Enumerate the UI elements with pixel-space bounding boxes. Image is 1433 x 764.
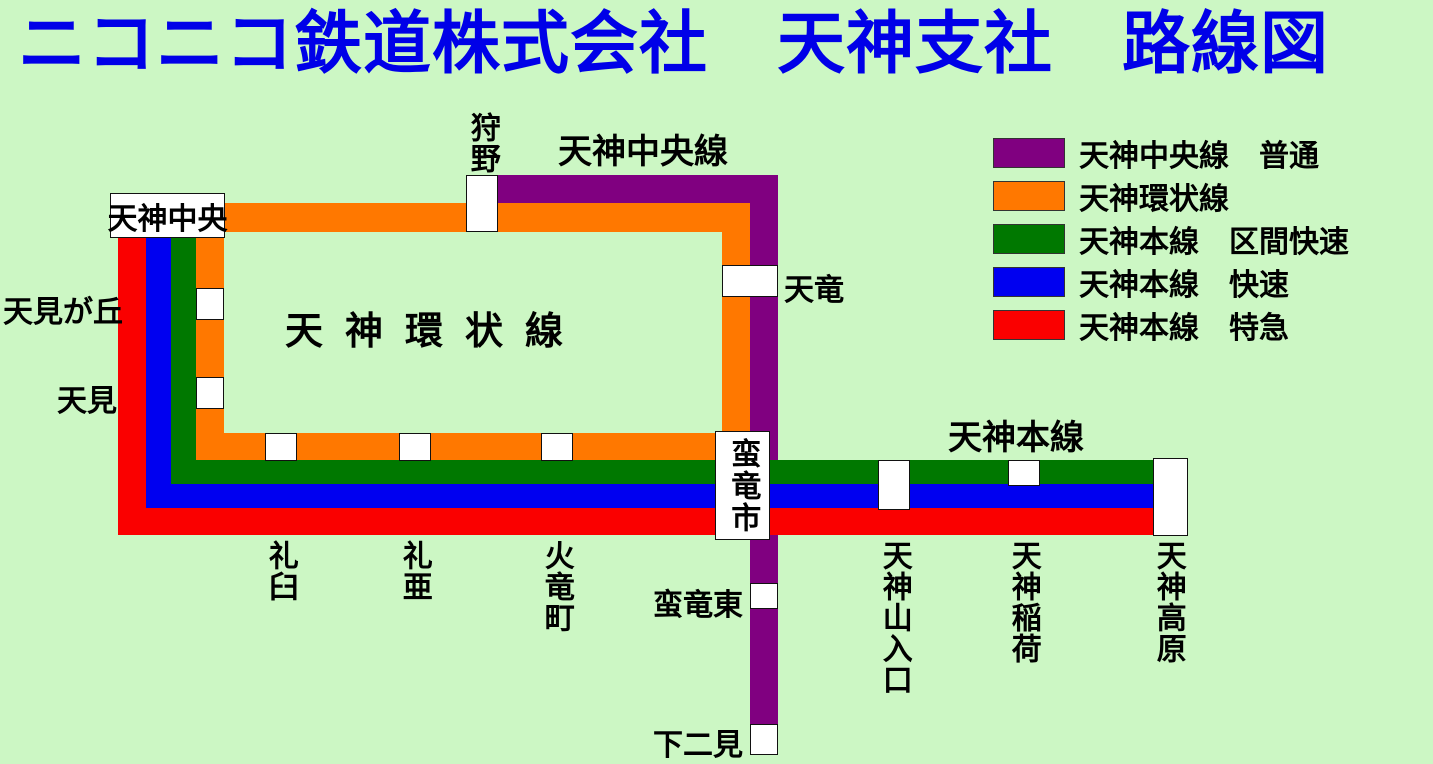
line-label-chuo: 天神中央線 bbox=[558, 132, 728, 172]
station-marker-tenjinzan-iriguchi[interactable] bbox=[878, 460, 910, 510]
station-marker-tenjin-inari[interactable] bbox=[1008, 460, 1040, 486]
station-name-banryu-higashi: 蛮竜東 bbox=[653, 588, 743, 623]
track-honsen-red-vertical bbox=[118, 237, 146, 535]
station-name-reia: 礼亜 bbox=[396, 540, 432, 602]
legend-row: 天神本線 区間快速 bbox=[993, 217, 1349, 260]
station-marker-reia[interactable] bbox=[399, 433, 431, 461]
station-label-tenjin-chuo[interactable]: 天神中央 bbox=[108, 193, 228, 238]
track-chuo-top-horizontal bbox=[466, 175, 778, 203]
track-kanjou-left bbox=[196, 203, 224, 460]
legend-row: 天神環状線 bbox=[993, 174, 1349, 217]
station-name-reiusu: 礼臼 bbox=[262, 540, 298, 602]
station-marker-shimofutami[interactable] bbox=[750, 724, 778, 755]
legend-swatch-honsen-tokkyuu bbox=[993, 309, 1065, 340]
track-honsen-blue-vertical bbox=[146, 237, 171, 508]
station-marker-karyu-cho[interactable] bbox=[541, 433, 573, 461]
station-name-tenjinzan-iriguchi: 天神山入口 bbox=[876, 540, 912, 695]
legend-label-honsen-kukan-kaisoku: 天神本線 区間快速 bbox=[1079, 224, 1349, 260]
station-name-tenjin-kogen: 天神高原 bbox=[1150, 540, 1186, 664]
station-marker-tenryu[interactable] bbox=[722, 265, 778, 297]
station-name-tenryu: 天竜 bbox=[784, 273, 844, 308]
station-name-amami-ga-oka: 天見が丘 bbox=[3, 295, 123, 330]
track-kanjou-right bbox=[722, 203, 750, 460]
station-marker-kano[interactable] bbox=[466, 175, 498, 232]
legend-swatch-honsen-kukan-kaisoku bbox=[993, 223, 1065, 254]
legend-swatch-chuo-futsuu bbox=[993, 137, 1065, 168]
station-name-kano: 狩野 bbox=[464, 112, 500, 174]
station-marker-amami[interactable] bbox=[196, 377, 224, 409]
legend: 天神中央線 普通 天神環状線 天神本線 区間快速 天神本線 快速 天神本線 特急 bbox=[993, 131, 1349, 346]
legend-swatch-kanjou bbox=[993, 180, 1065, 211]
legend-label-honsen-tokkyuu: 天神本線 特急 bbox=[1079, 310, 1289, 346]
station-marker-reiusu[interactable] bbox=[265, 433, 297, 461]
legend-label-honsen-kaisoku: 天神本線 快速 bbox=[1079, 267, 1289, 303]
page-title: ニコニコ鉄道株式会社 天神支社 路線図 bbox=[18, 5, 1330, 84]
station-marker-amami-ga-oka[interactable] bbox=[196, 288, 224, 320]
station-name-amami: 天見 bbox=[57, 384, 117, 419]
legend-row: 天神本線 特急 bbox=[993, 303, 1349, 346]
legend-row: 天神本線 快速 bbox=[993, 260, 1349, 303]
station-label-banryu-shi[interactable]: 蛮竜市 bbox=[715, 431, 770, 540]
track-honsen-red-horizontal bbox=[118, 508, 1188, 535]
track-honsen-blue-horizontal bbox=[146, 484, 1188, 508]
station-name-shimofutami: 下二見 bbox=[653, 728, 743, 763]
legend-swatch-honsen-kaisoku bbox=[993, 266, 1065, 297]
legend-label-kanjou: 天神環状線 bbox=[1079, 181, 1229, 217]
track-honsen-green-vertical bbox=[171, 237, 196, 484]
line-label-honsen: 天神本線 bbox=[948, 418, 1084, 458]
legend-label-chuo-futsuu: 天神中央線 普通 bbox=[1079, 138, 1319, 174]
station-name-karyu-cho: 火竜町 bbox=[538, 540, 574, 633]
line-label-kanjou-center: 天神環状線 bbox=[285, 309, 586, 353]
station-marker-tenjin-kogen[interactable] bbox=[1153, 458, 1188, 536]
legend-row: 天神中央線 普通 bbox=[993, 131, 1349, 174]
station-name-tenjin-inari: 天神稲荷 bbox=[1005, 540, 1041, 664]
station-marker-banryu-higashi[interactable] bbox=[750, 583, 778, 609]
